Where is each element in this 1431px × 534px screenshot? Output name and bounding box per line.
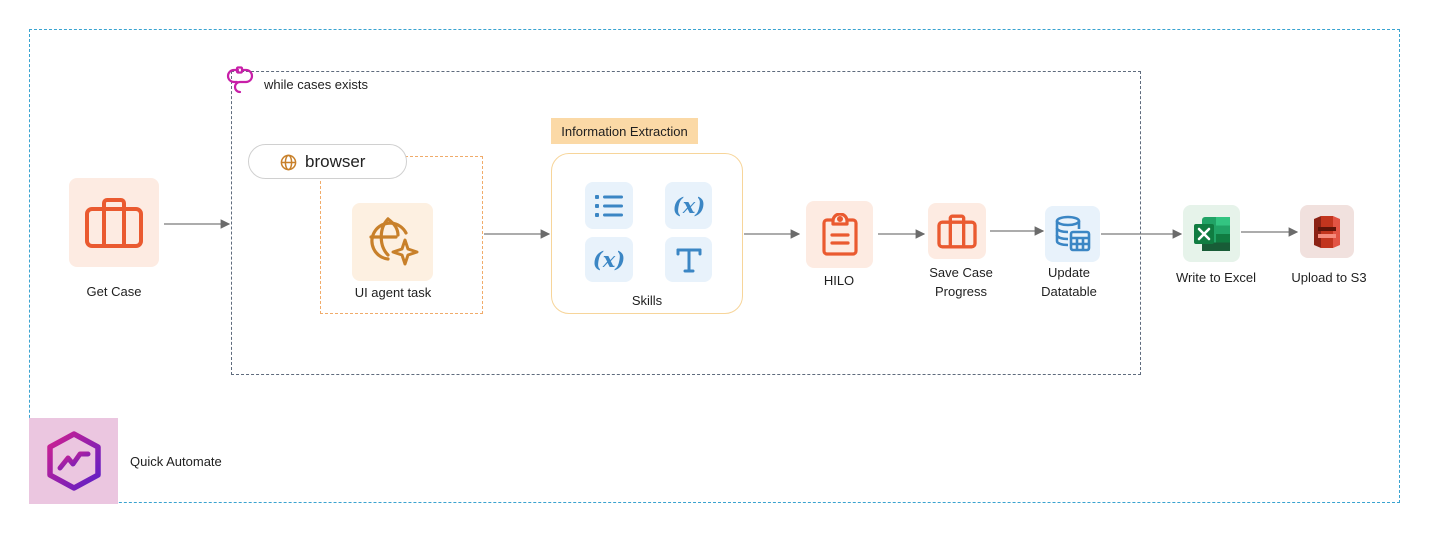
outer-container [29,29,1400,503]
upload-s3-label: Upload to S3 [1291,270,1367,285]
write-excel-label: Write to Excel [1176,270,1256,285]
excel-icon [1193,216,1230,251]
update-datatable-label-line2: Datatable [1041,284,1097,299]
get-case-label: Get Case [86,284,142,299]
browser-scope-pill[interactable]: browser [248,144,407,179]
s3-bucket-icon [1314,215,1340,248]
variable-icon[interactable]: (x) [585,237,633,282]
save-case-label-line2: Progress [934,284,988,299]
get-case-node[interactable] [69,178,159,267]
globe-icon [280,154,297,176]
save-case-node[interactable] [928,203,986,259]
loop-container [231,71,1141,375]
write-excel-node[interactable] [1183,205,1240,262]
briefcase-icon [85,197,143,248]
skills-label: Skills [631,293,663,308]
hilo-node[interactable] [806,201,873,268]
database-table-icon [1055,215,1090,252]
quick-automate-label: Quick Automate [130,454,222,469]
browser-label: browser [305,151,366,171]
quick-automate-logo [29,418,118,504]
update-datatable-node[interactable] [1045,206,1100,262]
list-icon[interactable] [585,182,633,229]
loop-label: while cases exists [264,77,369,92]
svg-text:(x): (x) [593,247,625,272]
svg-text:(x): (x) [672,193,704,218]
variable-icon[interactable]: (x) [665,182,712,229]
information-extraction-badge: Information Extraction [551,118,698,144]
update-datatable-label-line1: Update [1048,265,1090,280]
loop-icon [226,66,258,96]
globe-sparkle-icon [368,217,418,266]
ui-agent-label: UI agent task [354,285,432,300]
hilo-label: HILO [823,273,855,288]
clipboard-icon [821,212,858,256]
save-case-label-line1: Save Case [929,265,993,280]
ui-agent-node[interactable] [352,203,433,281]
briefcase-icon [937,214,977,248]
text-icon[interactable] [665,237,712,282]
skills-container[interactable] [551,153,743,314]
upload-s3-node[interactable] [1300,205,1354,258]
